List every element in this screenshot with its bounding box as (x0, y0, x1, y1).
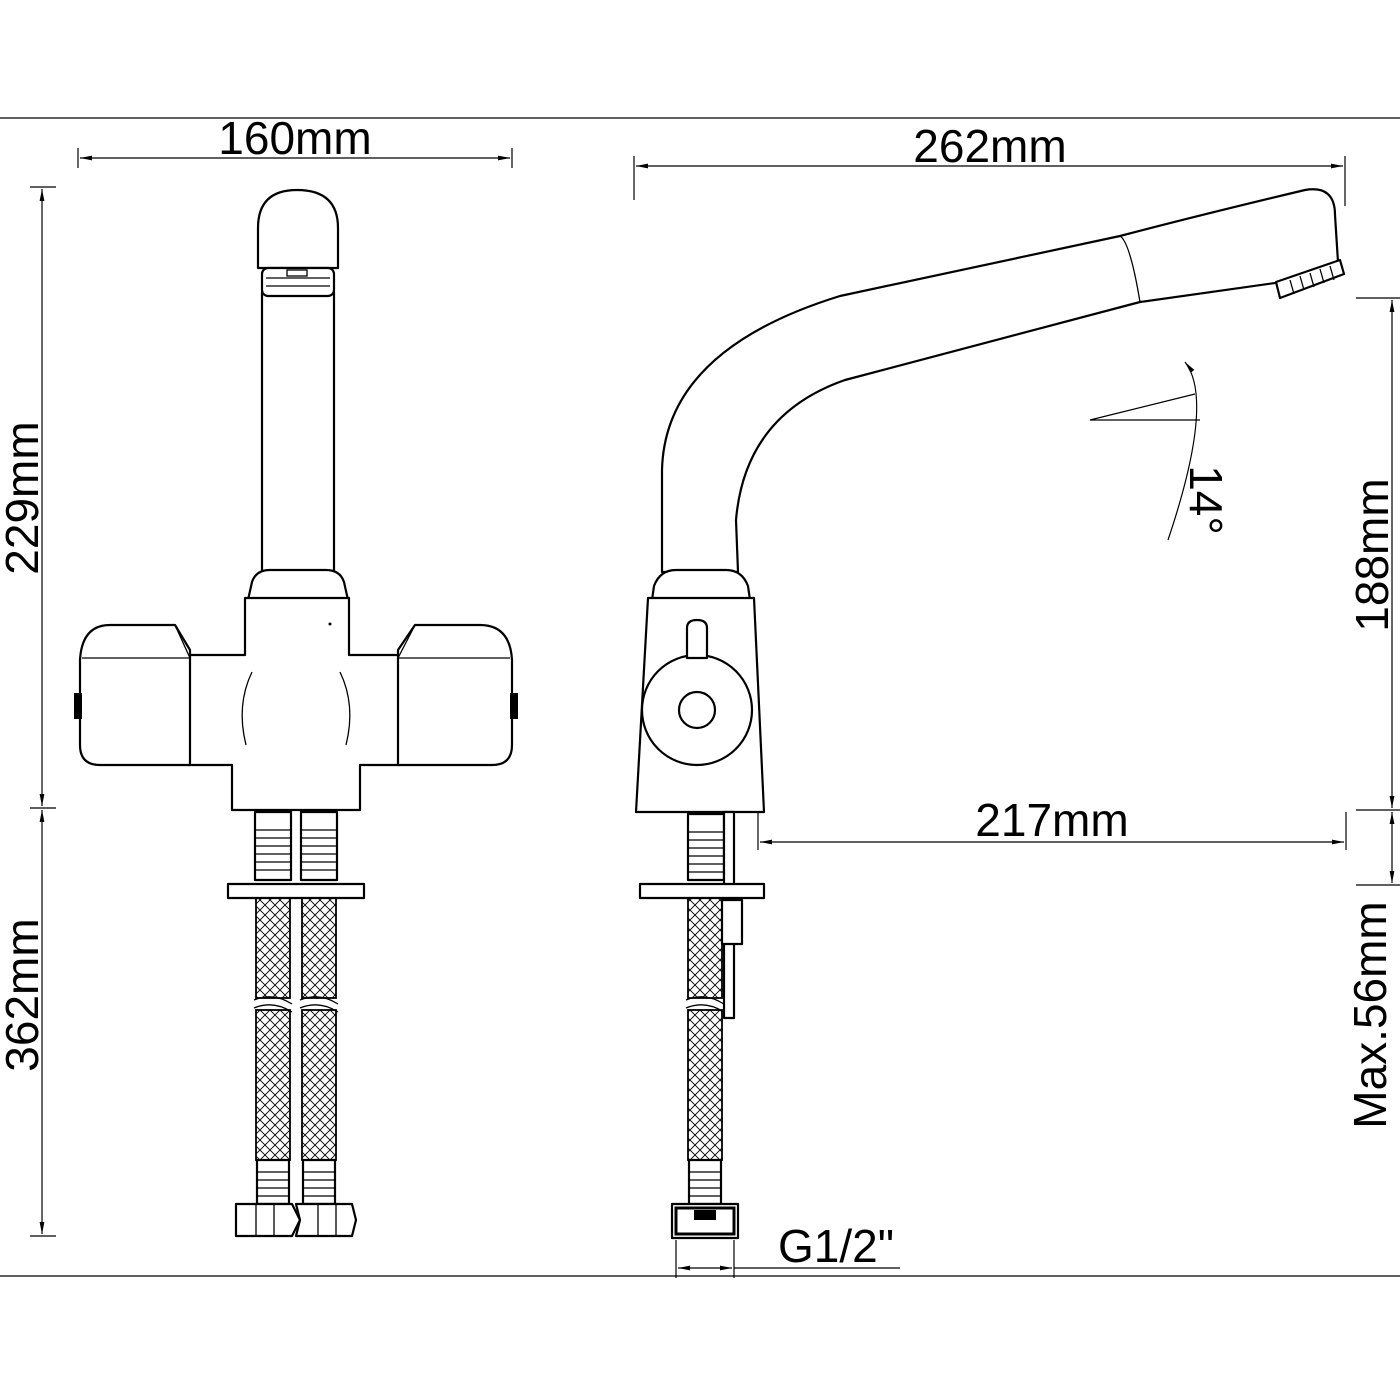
front-spout-head (256, 188, 340, 270)
spout-angle-label: 14° (1180, 465, 1232, 535)
spout-height-label: 188mm (1346, 478, 1398, 631)
front-width-label: 160mm (218, 112, 371, 164)
front-aerator (260, 266, 336, 298)
side-deck-plate (638, 882, 766, 900)
front-hose-connectors (253, 810, 339, 882)
front-left-handle (78, 623, 192, 767)
side-spout (660, 188, 1340, 574)
front-body (186, 596, 402, 812)
side-braided-hose (685, 897, 725, 1161)
hose-length-label: 362mm (0, 918, 48, 1071)
front-right-handle (396, 623, 514, 767)
front-spout-tube (260, 290, 336, 574)
front-nut-fittings (234, 1158, 358, 1238)
front-deck-plate (226, 882, 366, 900)
front-height-label: 229mm (0, 421, 48, 574)
front-view: 160mm 229mm 362mm (0, 112, 518, 1238)
front-braided-hoses (253, 897, 339, 1161)
side-nut-fitting (670, 1158, 740, 1240)
side-view: 262mm 14° 188mm 21 (633, 120, 1400, 1278)
thread-label: G1/2" (778, 1220, 894, 1272)
front-collar (246, 568, 350, 602)
side-lever-hub (677, 690, 717, 730)
side-collar (650, 568, 752, 602)
reach-label: 217mm (975, 794, 1128, 846)
deck-thickness-label: Max.56mm (1344, 901, 1396, 1128)
angle-annotation: 14° (1089, 361, 1232, 541)
side-hose-connector (686, 812, 726, 882)
side-width-label: 262mm (913, 120, 1066, 172)
side-lever-pin (685, 618, 709, 660)
